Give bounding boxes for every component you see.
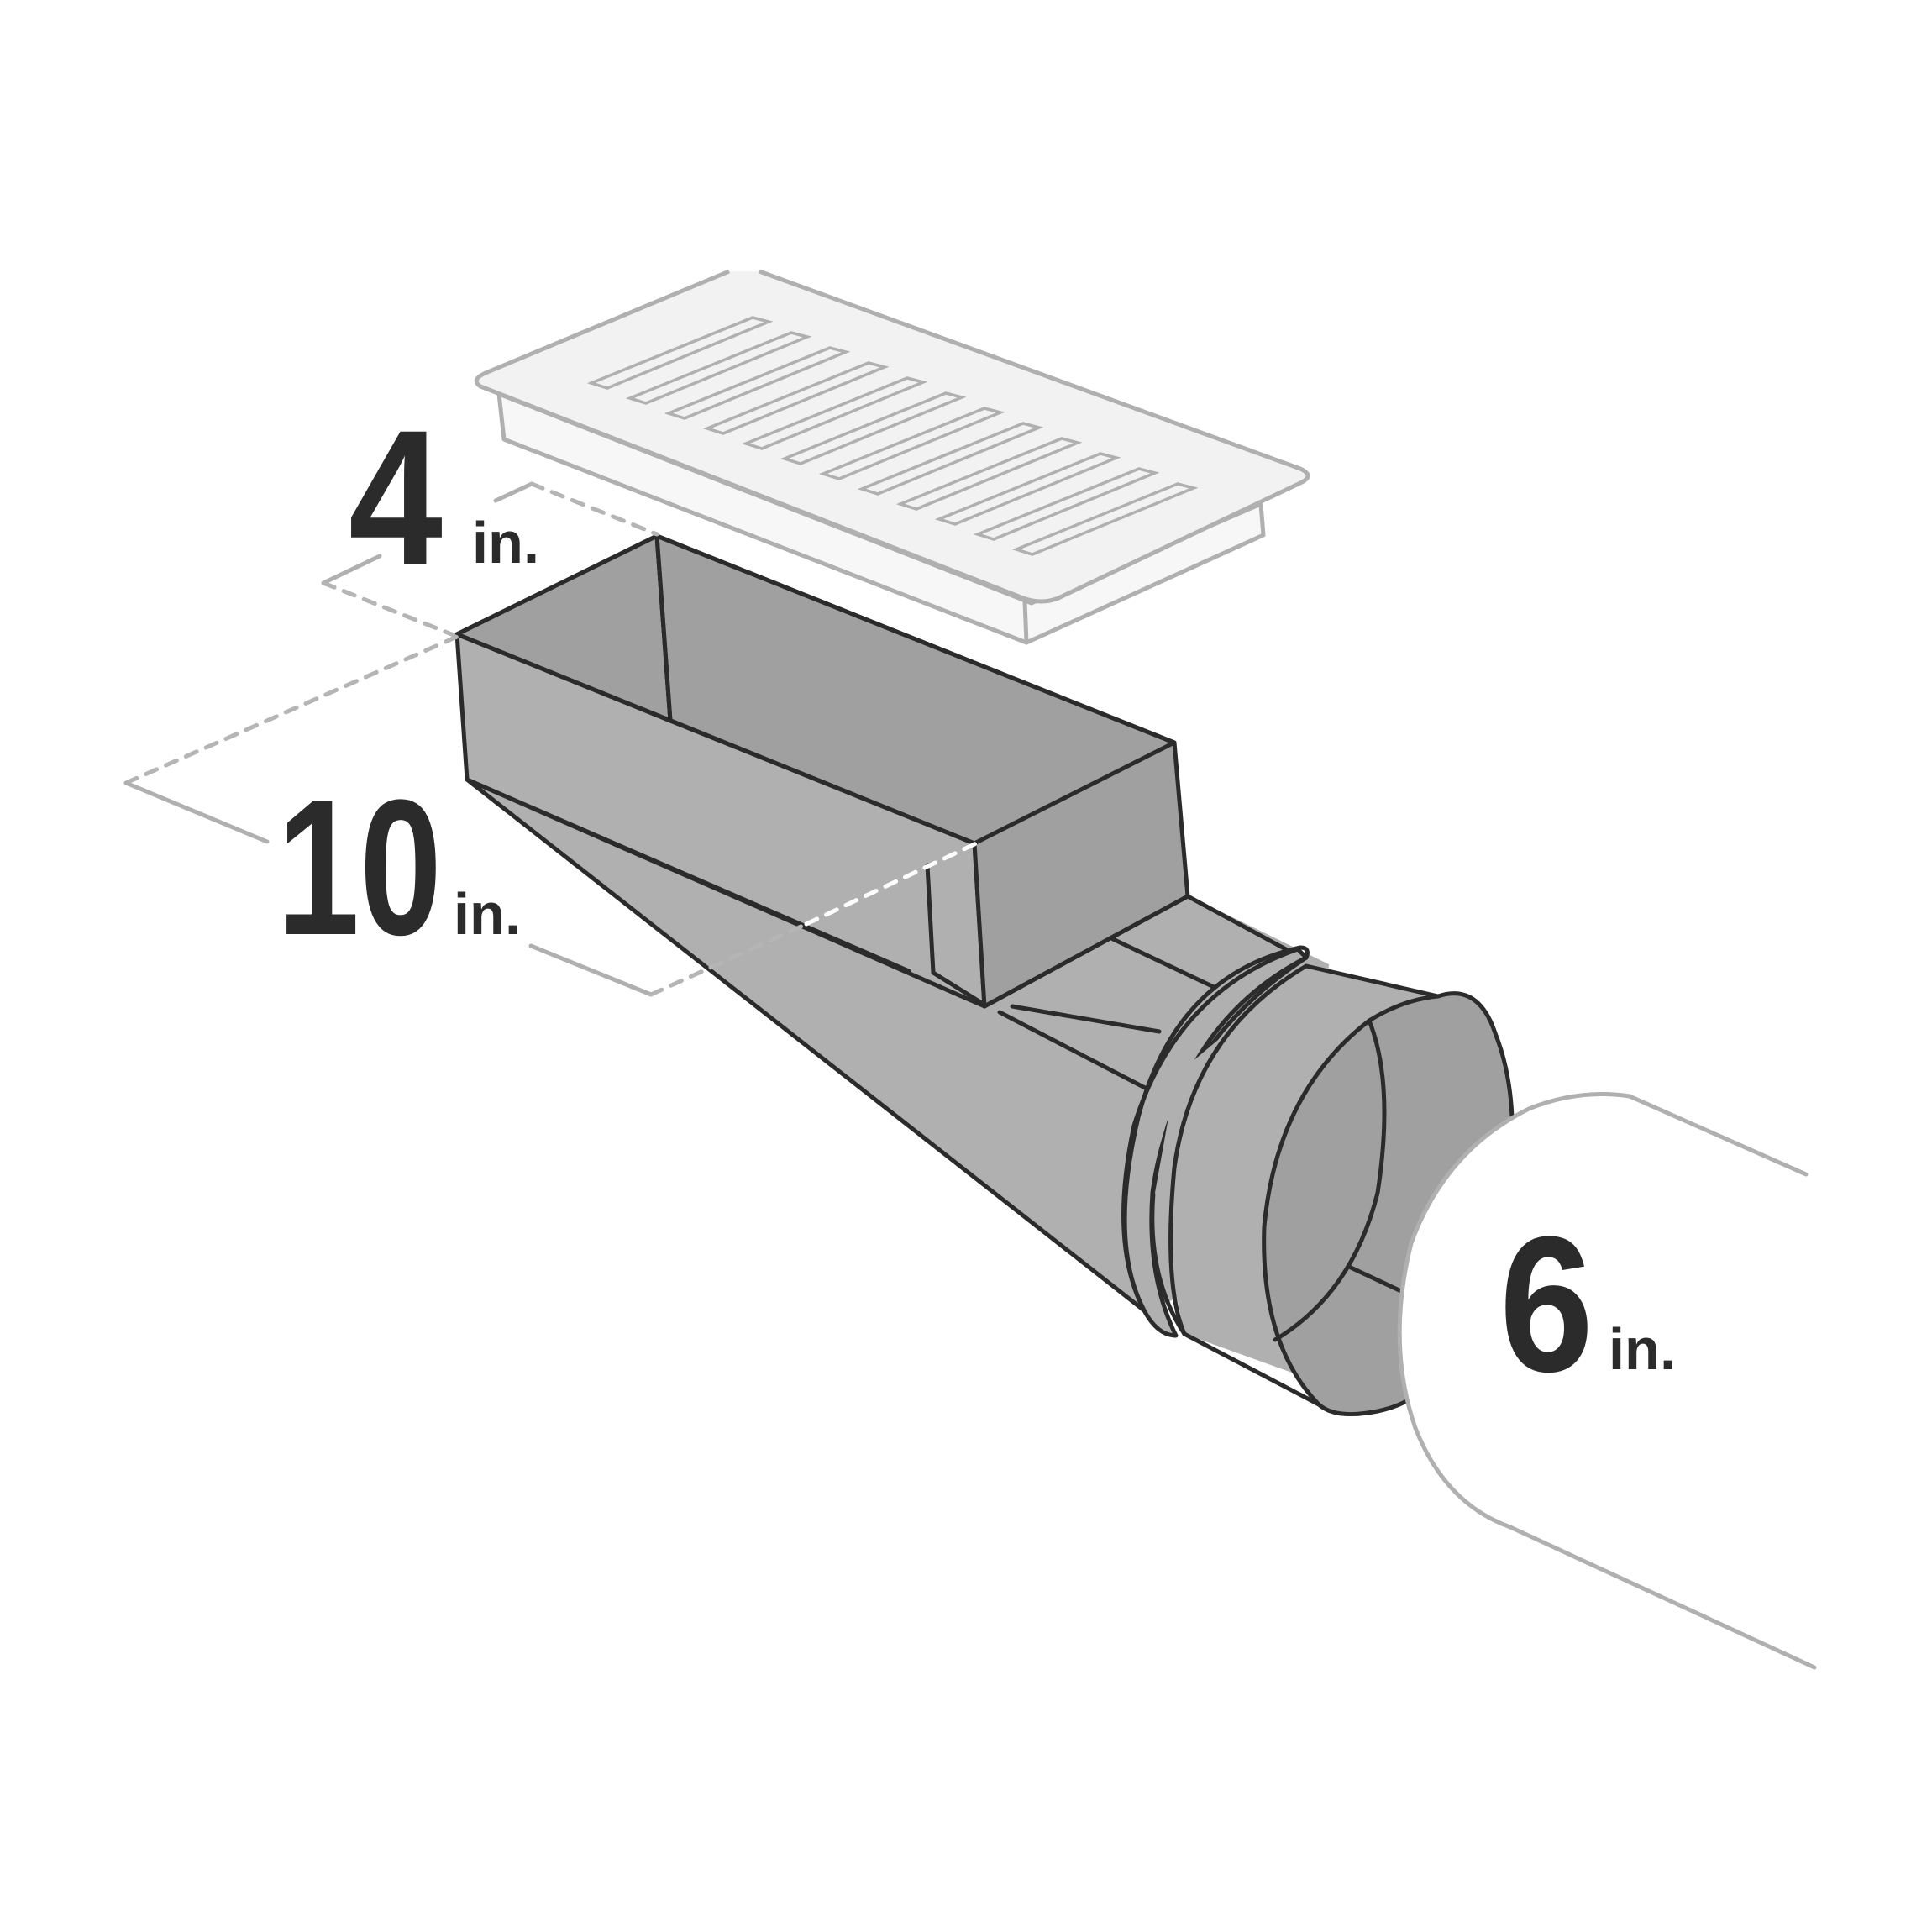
length-unit: in.	[454, 881, 521, 947]
height-unit: in.	[472, 510, 539, 575]
duct-boot	[454, 533, 1515, 1417]
dimension-guides	[123, 481, 979, 997]
floor-register-grille	[474, 269, 1310, 645]
diameter-unit: in.	[1609, 1316, 1676, 1382]
dimension-label-length: 10 in.	[277, 759, 521, 975]
dimension-label-height: 4 in.	[349, 390, 539, 606]
round-duct-body	[1399, 1094, 1814, 1667]
height-value: 4	[349, 390, 443, 606]
grille-slots	[586, 316, 1199, 556]
diameter-value: 6	[1499, 1196, 1593, 1412]
length-value: 10	[277, 759, 442, 975]
round-duct-pipe	[1397, 1092, 1817, 1670]
dimension-label-diameter: 6 in.	[1499, 1196, 1676, 1412]
grille-skirt	[496, 391, 1266, 645]
